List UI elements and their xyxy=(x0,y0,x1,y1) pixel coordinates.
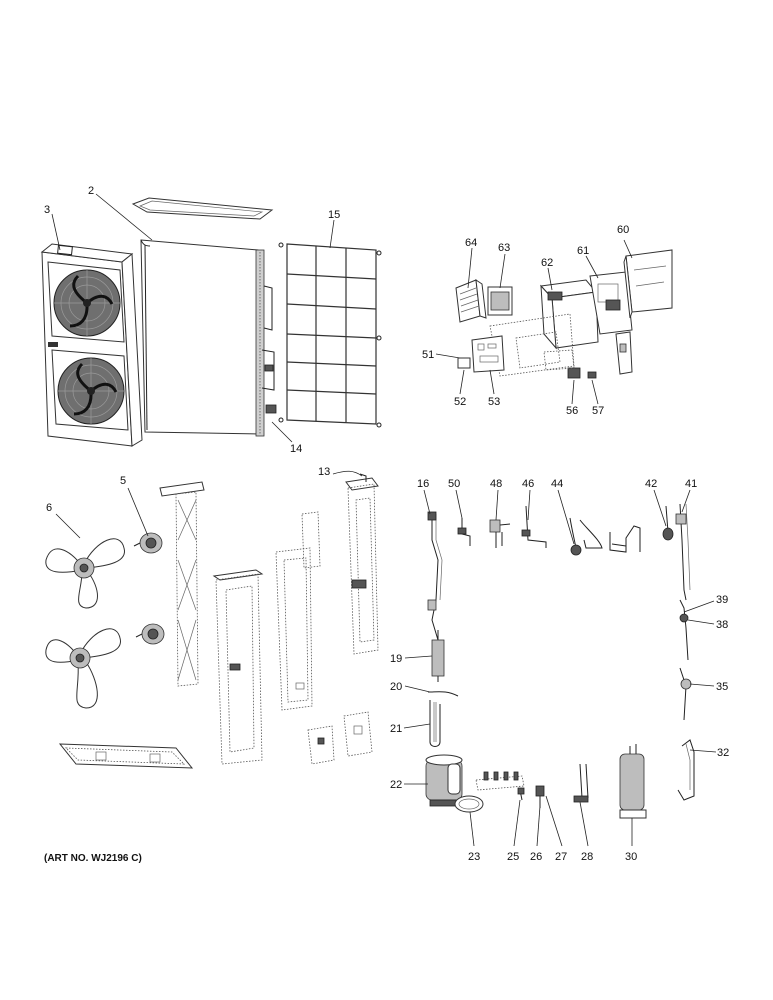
callout-50: 50 xyxy=(448,478,460,490)
callout-2: 2 xyxy=(88,185,94,197)
wrap-panel xyxy=(140,239,277,437)
rear-guard-grid xyxy=(278,242,382,428)
callout-53: 53 xyxy=(488,396,500,408)
front-panel-with-fans xyxy=(40,243,143,447)
fan-blades-and-motors xyxy=(45,532,194,769)
callout-26: 26 xyxy=(530,851,542,863)
callout-38: 38 xyxy=(716,619,728,631)
callout-22: 22 xyxy=(390,779,402,791)
leader-lines xyxy=(51,193,717,847)
callout-16: 16 xyxy=(417,478,429,490)
top-cover xyxy=(131,197,274,220)
support-brackets xyxy=(159,473,379,765)
callout-labels: 2 3 15 14 64 63 62 61 60 51 52 53 56 57 … xyxy=(44,185,729,863)
callout-64: 64 xyxy=(465,237,477,249)
callout-14: 14 xyxy=(290,443,302,455)
callout-48: 48 xyxy=(490,478,502,490)
callout-62: 62 xyxy=(541,257,553,269)
callout-23: 23 xyxy=(468,851,480,863)
callout-56: 56 xyxy=(566,405,578,417)
callout-15: 15 xyxy=(328,209,340,221)
callout-13: 13 xyxy=(318,466,330,478)
callout-46: 46 xyxy=(522,478,534,490)
callout-42: 42 xyxy=(645,478,657,490)
callout-3: 3 xyxy=(44,204,50,216)
callout-25: 25 xyxy=(507,851,519,863)
callout-63: 63 xyxy=(498,242,510,254)
refrigerant-piping xyxy=(425,503,695,819)
callout-60: 60 xyxy=(617,224,629,236)
callout-20: 20 xyxy=(390,681,402,693)
callout-35: 35 xyxy=(716,681,728,693)
callout-5: 5 xyxy=(120,475,126,487)
callout-19: 19 xyxy=(390,653,402,665)
callout-57: 57 xyxy=(592,405,604,417)
callout-51: 51 xyxy=(422,349,434,361)
callout-27: 27 xyxy=(555,851,567,863)
electrical-assembly xyxy=(455,249,673,379)
callout-6: 6 xyxy=(46,502,52,514)
callout-61: 61 xyxy=(577,245,589,257)
callout-30: 30 xyxy=(625,851,637,863)
callout-41: 41 xyxy=(685,478,697,490)
callout-52: 52 xyxy=(454,396,466,408)
callout-32: 32 xyxy=(717,747,729,759)
callout-28: 28 xyxy=(581,851,593,863)
callout-39: 39 xyxy=(716,594,728,606)
art-number: (ART NO. WJ2196 C) xyxy=(44,853,142,864)
callout-21: 21 xyxy=(390,723,402,735)
callout-44: 44 xyxy=(551,478,563,490)
